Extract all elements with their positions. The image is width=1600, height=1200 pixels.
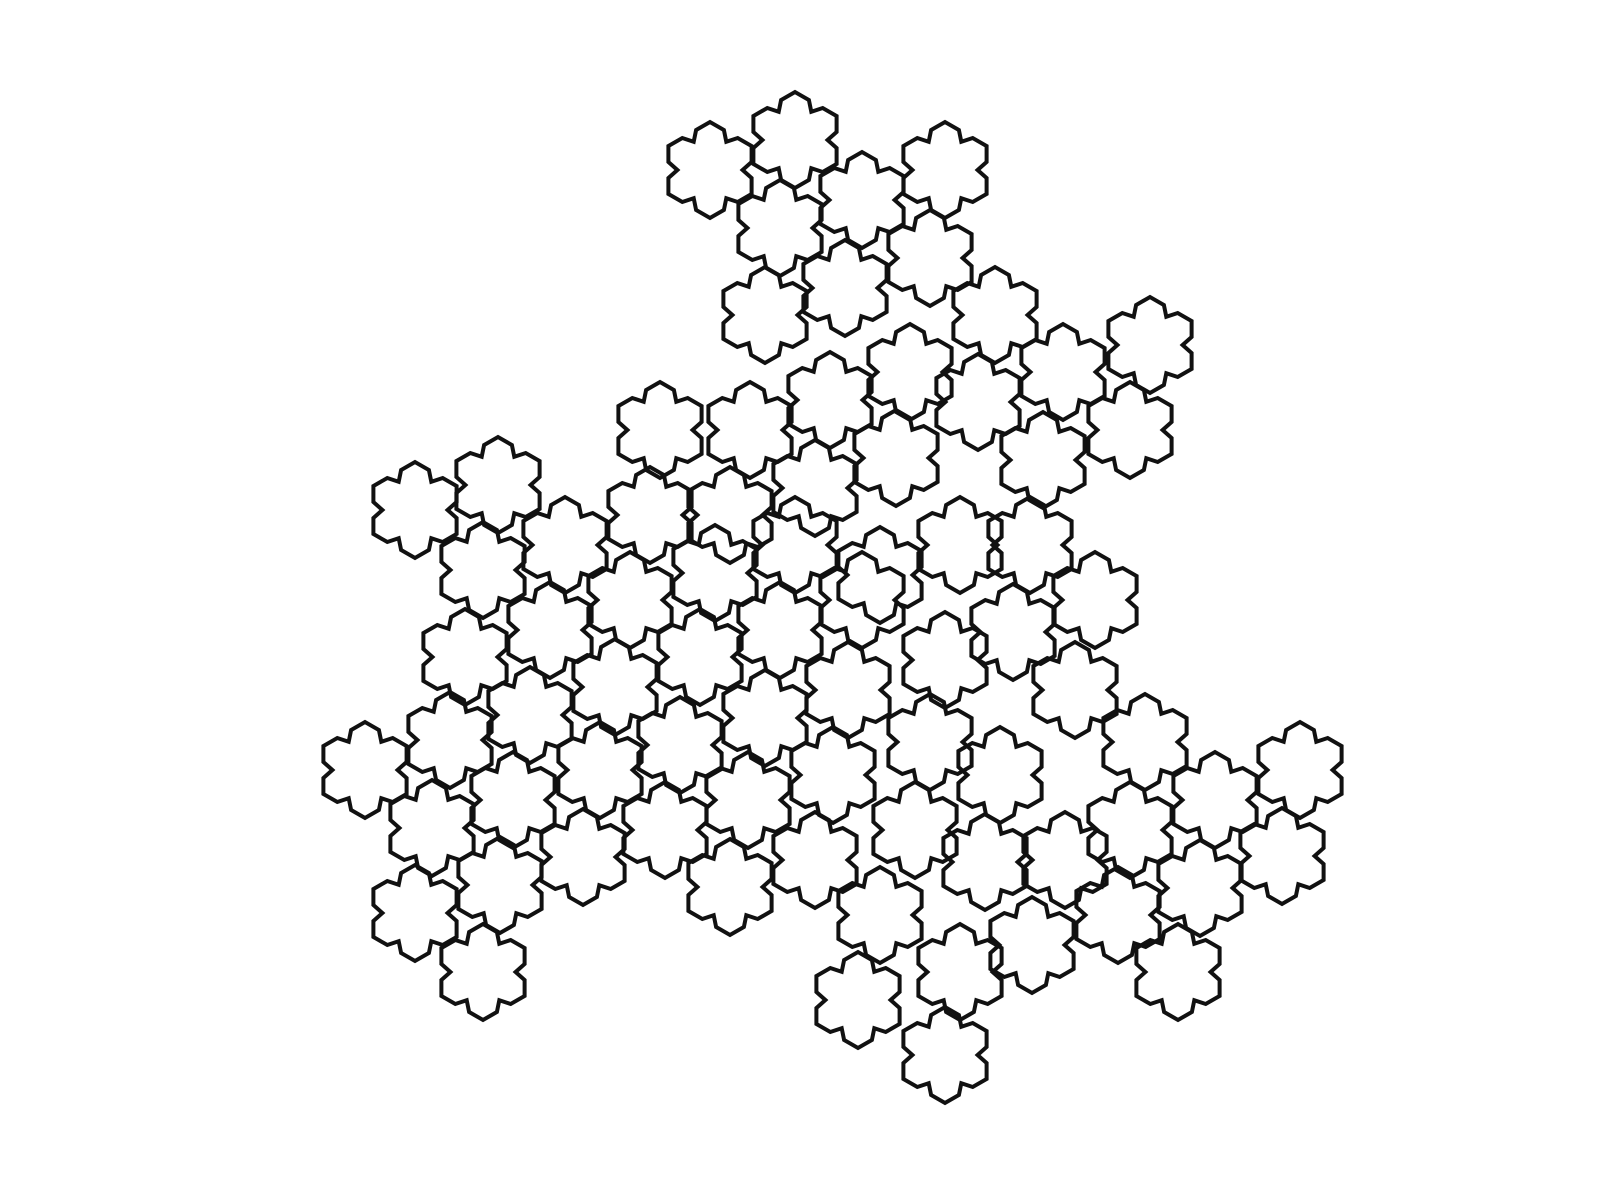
tile-outline — [814, 949, 902, 1051]
tile-outline — [916, 921, 1004, 1023]
tile-outline — [986, 494, 1074, 596]
tile-outline — [636, 694, 724, 796]
tile-outline — [999, 409, 1087, 511]
tile-outline — [1238, 805, 1326, 907]
tile-outline — [406, 689, 494, 791]
tile-outline — [556, 719, 644, 821]
tile-outline — [666, 119, 754, 221]
tile-outline — [901, 609, 989, 711]
tile-outline — [789, 724, 877, 826]
tile-outline — [621, 779, 709, 881]
tile-outline — [439, 921, 527, 1023]
tile-outline — [1021, 809, 1109, 911]
tile-outline — [934, 351, 1022, 453]
tile-outline — [988, 894, 1076, 996]
tile-outline — [941, 811, 1029, 913]
tile-outline — [456, 834, 544, 936]
tile-outline — [439, 519, 527, 621]
tile-outline — [1134, 921, 1222, 1023]
tile-outline — [539, 806, 627, 908]
tile-outline — [818, 549, 906, 651]
tile-group — [321, 89, 1344, 1106]
tile-outline — [706, 379, 794, 481]
tile-outline — [616, 379, 704, 481]
tile-outline — [836, 524, 924, 626]
tile-outline — [454, 434, 542, 536]
tile-outline — [1156, 837, 1244, 939]
tile-outline — [956, 724, 1044, 826]
tile-outline — [371, 862, 459, 964]
tile-outline — [1031, 639, 1119, 741]
tile-outline — [1086, 379, 1174, 481]
tile-outline — [886, 691, 974, 793]
tile-outline — [871, 779, 959, 881]
tile-outline — [606, 464, 694, 566]
tile-outline — [736, 177, 824, 279]
tile-outline — [852, 407, 940, 509]
tile-outline — [421, 606, 509, 708]
tile-outline — [901, 1004, 989, 1106]
tile-outline — [656, 606, 744, 708]
tile-outline — [786, 349, 874, 451]
tile-outline — [1019, 321, 1107, 423]
tile-outline — [1074, 864, 1162, 966]
tile-outline — [818, 149, 906, 251]
tile-outline — [1051, 549, 1139, 651]
tile-outline — [901, 119, 989, 221]
tile-outline — [671, 522, 759, 624]
tile-outline — [721, 264, 809, 366]
tile-outline — [836, 864, 924, 966]
tile-outline — [751, 89, 839, 191]
tile-outline — [886, 207, 974, 309]
tile-outline — [1101, 691, 1189, 793]
tile-outline — [804, 639, 892, 741]
tile-outline — [506, 579, 594, 681]
tile-outline — [916, 494, 1004, 596]
tile-outline — [771, 437, 859, 539]
tile-outline — [1106, 294, 1194, 396]
tile-outline — [371, 459, 459, 561]
tile-outline — [969, 581, 1057, 683]
tile-outline — [686, 836, 774, 938]
tile-outline — [321, 719, 409, 821]
tile-outline — [571, 636, 659, 738]
tile-outline — [1256, 719, 1344, 821]
tile-outline — [1086, 779, 1174, 881]
